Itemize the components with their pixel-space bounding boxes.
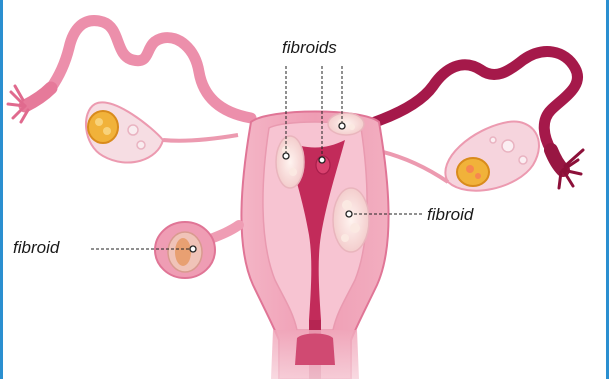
- fibroid-intramural-right: [333, 188, 369, 252]
- fibroid-subserosal-top: [328, 113, 364, 135]
- label-fibroids-top: fibroids: [282, 38, 337, 58]
- uterus-body: [241, 112, 388, 379]
- label-fibroid-left: fibroid: [13, 238, 59, 258]
- label-fibroid-right: fibroid: [427, 205, 473, 225]
- left-ovary: [86, 102, 238, 162]
- fibroid-intramural-left: [276, 136, 304, 188]
- left-fallopian-tube: [8, 21, 251, 122]
- right-ovary: [375, 122, 539, 191]
- fibroid-pedunculated: [155, 222, 239, 278]
- right-fimbriae: [559, 150, 583, 188]
- left-fimbriae: [8, 86, 28, 122]
